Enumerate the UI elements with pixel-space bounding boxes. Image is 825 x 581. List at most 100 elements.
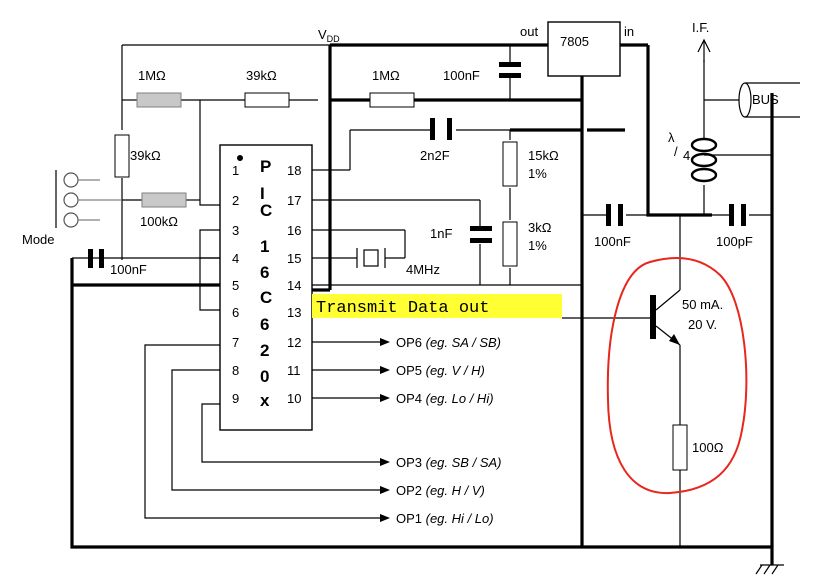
transistor-current: 50 mA.: [682, 297, 723, 312]
resistor-39k-vertical: [114, 134, 130, 178]
r-15k-label: 15kΩ: [528, 148, 559, 163]
chip-letter: P: [260, 157, 271, 176]
r-1m-b-label: 1MΩ: [372, 68, 400, 83]
resistor-100k: [141, 192, 187, 208]
arrow-head: [380, 514, 390, 522]
capacitor-100nf-right: [606, 204, 623, 226]
pin-number: 18: [287, 163, 301, 178]
lambda-four: 4: [683, 148, 690, 163]
c-100n-right-label: 100nF: [594, 234, 631, 249]
pin-number: 11: [287, 363, 301, 378]
pin-number: 5: [232, 278, 239, 293]
r-3k-label: 3kΩ: [528, 220, 552, 235]
ground-symbol: [755, 564, 784, 575]
chip-letter: 2: [260, 341, 269, 360]
r-3k-tol: 1%: [528, 238, 547, 253]
thin-wires: [72, 44, 772, 547]
capacitor-100nf-top: [499, 62, 521, 78]
output-arrows: OP6 (eg. SA / SB) OP5 (eg. V / H) OP4 (eg.…: [380, 335, 502, 526]
chip-letter: 1: [260, 237, 269, 256]
c-2n2-label: 2n2F: [420, 148, 450, 163]
transistor-voltage: 20 V.: [688, 317, 717, 332]
capacitor-100nf-left: [88, 249, 104, 268]
chip-letter: 6: [260, 263, 269, 282]
c-100p-label: 100pF: [716, 234, 753, 249]
pic-chip: [219, 144, 313, 431]
resistor-1m-left: [136, 92, 182, 108]
pin-number: 13: [287, 305, 301, 320]
output-label: OP2 (eg. H / V): [396, 483, 485, 498]
c-1n-label: 1nF: [430, 226, 452, 241]
output-label: OP6 (eg. SA / SB): [396, 335, 501, 350]
pin1-dot: [237, 155, 243, 161]
arrow-head: [380, 366, 390, 374]
lambda-symbol: λ: [668, 130, 675, 145]
pin-number: 14: [287, 278, 301, 293]
chip-letter: C: [260, 288, 272, 307]
resistor-39k-top: [244, 92, 290, 108]
pin-number: 17: [287, 193, 301, 208]
chip-letter: C: [260, 201, 272, 220]
chip-pins-right: 18 17 16 15 14 13 12 11 10: [287, 163, 301, 406]
c-100n-left-label: 100nF: [110, 262, 147, 277]
regulator-out-label: out: [520, 24, 538, 39]
r-100k-label: 100kΩ: [140, 214, 178, 229]
output-label: OP3 (eg. SB / SA): [396, 455, 502, 470]
pin-number: 2: [232, 193, 239, 208]
r-1m-a-label: 1MΩ: [138, 68, 166, 83]
pin-number: 1: [232, 163, 239, 178]
pin-number: 12: [287, 335, 301, 350]
regulator-in-label: in: [624, 24, 634, 39]
resistor-3k: [502, 221, 518, 267]
capacitor-1nf: [470, 226, 492, 243]
pin-number: 8: [232, 363, 239, 378]
transistor: [650, 289, 681, 346]
r-100-label: 100Ω: [692, 440, 724, 455]
transmit-highlight: [312, 294, 562, 318]
pin-number: 6: [232, 305, 239, 320]
coil-lambda-4: [690, 137, 718, 183]
chip-pins-left: 1 2 3 4 5 6 7 8 9: [232, 163, 239, 406]
output-label: OP1 (eg. Hi / Lo): [396, 511, 494, 526]
arrow-head: [380, 486, 390, 494]
chip-letter: x: [260, 391, 270, 410]
pin-number: 15: [287, 251, 301, 266]
pin-number: 7: [232, 335, 239, 350]
if-label: I.F.: [692, 20, 709, 35]
arrow-head: [380, 394, 390, 402]
vdd-label: VDD: [318, 27, 340, 44]
crystal-4mhz: [356, 248, 388, 268]
resistor-100: [672, 424, 688, 471]
crystal-label: 4MHz: [406, 262, 440, 277]
if-arrow: [697, 38, 711, 62]
pin-number: 10: [287, 391, 301, 406]
bus-label: BUS: [752, 92, 779, 107]
r-15k-tol: 1%: [528, 166, 547, 181]
mode-label: Mode: [22, 232, 55, 247]
pin-number: 3: [232, 223, 239, 238]
resistor-1m-right: [369, 92, 415, 108]
regulator-7805: [547, 21, 621, 77]
capacitor-100pf: [729, 204, 746, 226]
c-100n-top-label: 100nF: [443, 68, 480, 83]
arrow-head: [380, 458, 390, 466]
regulator-label: 7805: [560, 34, 589, 49]
chip-letter: I: [260, 184, 265, 203]
arrow-head: [380, 338, 390, 346]
output-label: OP4 (eg. Lo / Hi): [396, 391, 494, 406]
lambda-slash: /: [674, 144, 678, 159]
transmit-label: Transmit Data out: [316, 299, 489, 318]
bus-connector: [738, 82, 800, 118]
pin-number: 9: [232, 391, 239, 406]
red-annotation-circle: [606, 257, 748, 495]
mode-switch: [55, 170, 122, 228]
chip-letter: 6: [260, 315, 269, 334]
output-label: OP5 (eg. V / H): [396, 363, 485, 378]
pin-number: 16: [287, 223, 301, 238]
pin-number: 4: [232, 251, 239, 266]
r-39k-b-label: 39kΩ: [130, 148, 161, 163]
r-39k-a-label: 39kΩ: [246, 68, 277, 83]
capacitor-2n2: [430, 118, 452, 140]
